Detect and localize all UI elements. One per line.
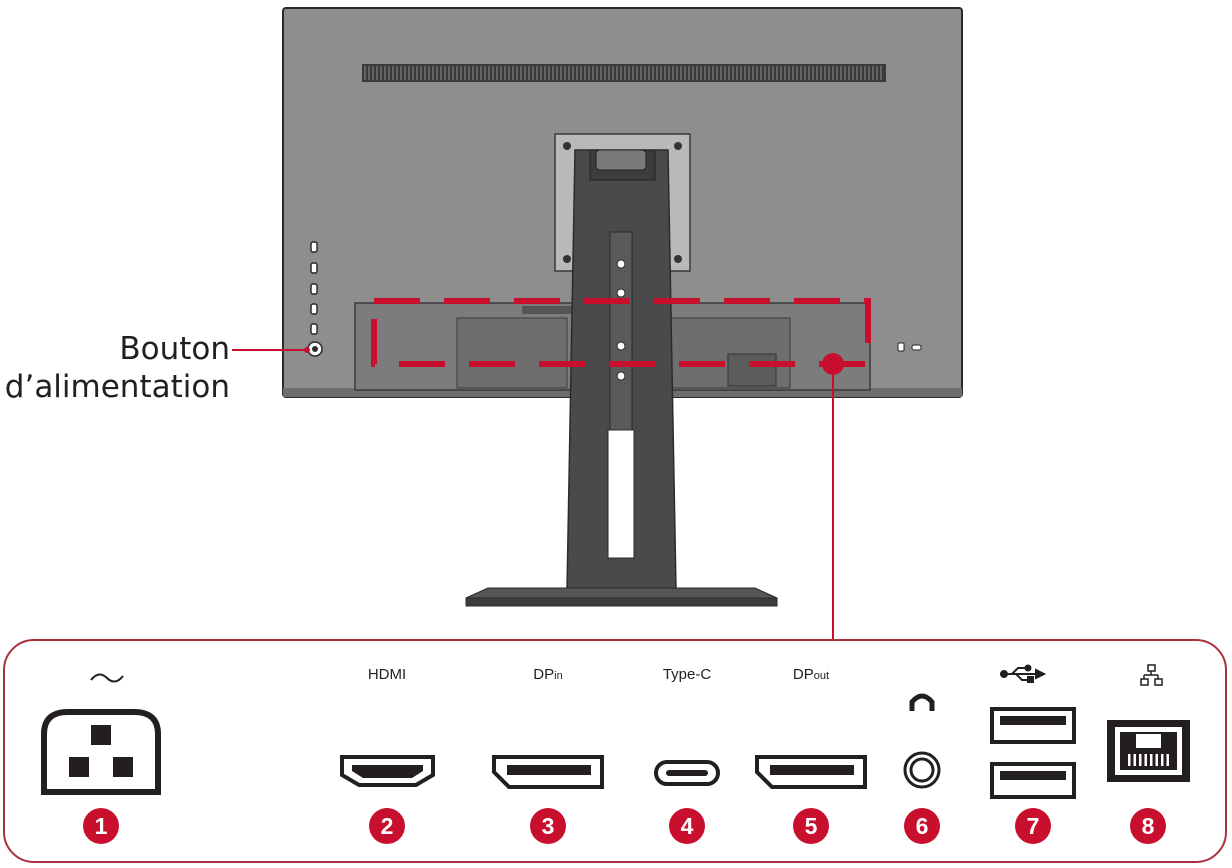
displayport-out-icon — [755, 755, 867, 789]
port-badge-8: 8 — [1130, 808, 1166, 844]
osd-buttons — [310, 241, 318, 335]
hdmi-port-icon — [340, 755, 435, 787]
network-icon — [1140, 664, 1163, 686]
usb-symbol-icon — [1000, 664, 1047, 683]
io-highlight-dashed-box — [371, 298, 871, 367]
port-badge-3: 3 — [530, 808, 566, 844]
vent-grille — [362, 64, 886, 82]
power-button-label-line1: Bouton — [119, 331, 230, 367]
port-badge-6: 6 — [904, 808, 940, 844]
displayport-in-icon — [492, 755, 604, 789]
cable-clip-keyholes — [616, 259, 626, 381]
port-badge-2: 2 — [369, 808, 405, 844]
rj45-pin — [1166, 754, 1169, 766]
rj45-pin — [1139, 754, 1142, 766]
rj45-pin — [1144, 754, 1147, 766]
rj45-pin — [1161, 754, 1164, 766]
headphone-icon — [909, 693, 935, 711]
stand-neck — [566, 149, 677, 591]
rj45-pin — [1128, 754, 1131, 766]
port-badge-1: 1 — [83, 808, 119, 844]
stand-base — [465, 587, 778, 607]
ac-wave-icon — [90, 673, 124, 683]
port-label-hdmi: HDMI — [367, 666, 407, 683]
port-badge-5: 5 — [793, 808, 829, 844]
port-label-dp-out: DPout — [792, 666, 830, 683]
rj45-pin — [1133, 754, 1136, 766]
usb-c-port-icon — [654, 760, 720, 786]
rj45-pin — [1155, 754, 1158, 766]
port-badge-7: 7 — [1015, 808, 1051, 844]
ac-power-socket-icon — [41, 709, 161, 795]
power-button-label-line2: d’alimentation — [4, 369, 230, 405]
security-lock-slot-icon — [897, 342, 922, 352]
port-badge-4: 4 — [669, 808, 705, 844]
port-label-type-c: Type-C — [662, 666, 712, 683]
rj45-port-icon — [1107, 720, 1190, 782]
audio-jack-icon — [903, 751, 941, 789]
power-callout-dot — [304, 347, 310, 353]
rj45-pin — [1150, 754, 1153, 766]
power-button — [307, 341, 323, 357]
port-label-dp-in: DPin — [533, 666, 563, 683]
usb-a-ports-icon — [990, 707, 1076, 799]
